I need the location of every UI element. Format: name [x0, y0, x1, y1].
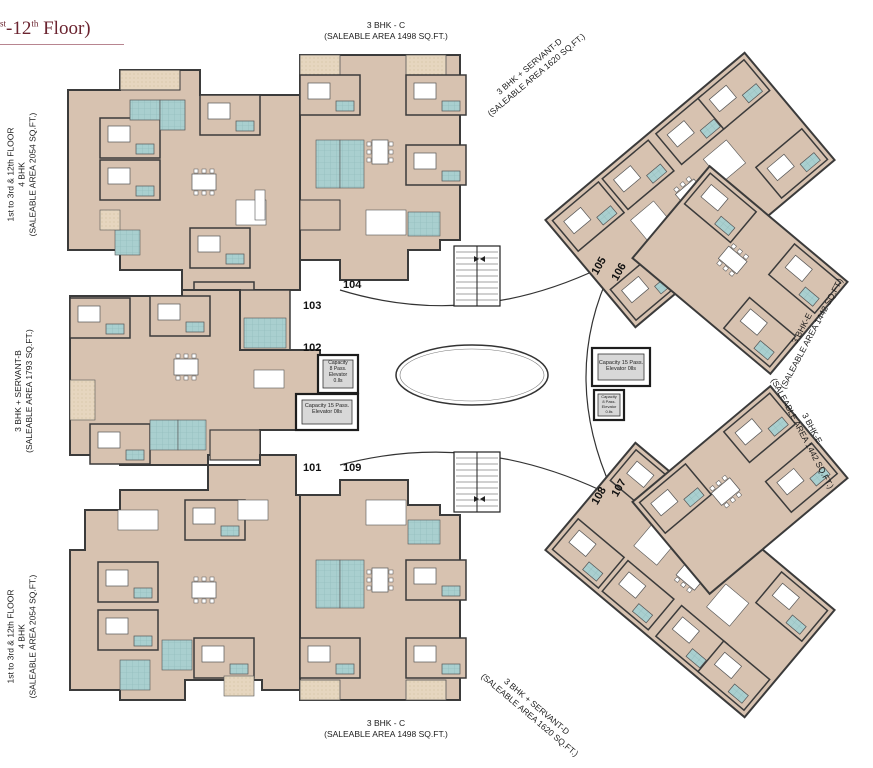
- lift-label-right-small: Capacity 8 Pass. Elevator 0.lls: [598, 394, 620, 414]
- floor-word: Floor): [43, 18, 91, 39]
- unit-number-103: 103: [303, 300, 322, 312]
- unit-type-top-c-area: (SALEABLE AREA 1498 SQ.FT.): [324, 31, 448, 41]
- lift-left-small-l2: 8 Pass.: [329, 366, 347, 372]
- left-wing: [67, 69, 360, 701]
- lift-right-small-l2: 8 Pass.: [602, 399, 616, 404]
- unit-type-left-top-area: (SALEABLE AREA 2054 SQ.FT.): [27, 112, 38, 237]
- unit-type-left-mid-b: 3 BHK + SERVANT-B (SALEABLE AREA 1793 SQ…: [13, 321, 35, 461]
- unit-type-left-top-floors: 1st to 3rd & 12th FLOOR: [5, 127, 16, 222]
- lift-label-right-big: Capacity 15 Pass. Elevator 0lls: [598, 360, 644, 372]
- unit-type-left-bottom-floors: 1st to 3rd & 12th FLOOR: [5, 589, 16, 684]
- unit-type-left-bottom-4bhk: 1st to 3rd & 12th FLOOR 4 BHK (SALEABLE …: [6, 567, 39, 707]
- unit-type-bottom-c: 3 BHK - C (SALEABLE AREA 1498 SQ.FT.): [316, 718, 456, 740]
- unit-type-left-top-4bhk: 1st to 3rd & 12th FLOOR 4 BHK (SALEABLE …: [6, 105, 39, 245]
- floor-title: -12: [6, 18, 32, 39]
- lift-right-small-l1: Capacity: [601, 394, 617, 399]
- header-rule: [0, 44, 124, 45]
- unit-type-bottom-c-name: 3 BHK - C: [366, 718, 406, 728]
- floor-prefix: st: [0, 18, 7, 29]
- unit-type-top-c-name: 3 BHK - C: [366, 20, 406, 30]
- unit-number-104: 104: [343, 279, 362, 291]
- unit-type-left-mid-area: (SALEABLE AREA 1793 SQ.FT.): [24, 329, 34, 453]
- lift-left-big-l1: Capacity 15 Pass.: [304, 403, 350, 409]
- unit-type-left-top-name: 4 BHK: [16, 162, 27, 187]
- floor-sup: th: [31, 18, 39, 29]
- unit-type-top-c: 3 BHK - C (SALEABLE AREA 1498 SQ.FT.): [316, 20, 456, 42]
- right-lower-wing-b: [631, 384, 849, 596]
- unit-101-plan: [69, 454, 301, 701]
- floor-heading: st-12th Floor): [0, 18, 91, 40]
- lift-left-big-l2: Elevator 0lls: [312, 409, 342, 415]
- lift-label-left-small: Capacity 8 Pass. Elevator 0.lls: [323, 360, 353, 384]
- right-lift-core: [590, 346, 652, 422]
- lift-right-small-l3: Elevator: [601, 404, 617, 409]
- left-lift-core: [294, 353, 360, 432]
- lift-right-big-l1: Capacity 15 Pass.: [598, 360, 644, 366]
- unit-number-109: 109: [343, 462, 362, 474]
- unit-109-plan: [299, 479, 467, 701]
- right-upper-wing-b: [631, 164, 849, 376]
- unit-103-plan: [67, 69, 301, 351]
- lift-right-big-l2: Elevator 0lls: [606, 366, 636, 372]
- lift-left-small-l1: Capacity: [328, 360, 348, 366]
- unit-number-102: 102: [303, 342, 322, 354]
- lift-left-small-l4: 0.lls: [333, 378, 343, 384]
- lift-right-small-l4: 0.lls: [605, 409, 613, 414]
- unit-102-plan: [69, 289, 321, 466]
- unit-type-bottom-c-area: (SALEABLE AREA 1498 SQ.FT.): [324, 729, 448, 739]
- unit-number-101: 101: [303, 462, 322, 474]
- unit-type-left-mid-name: 3 BHK + SERVANT-B: [13, 350, 23, 432]
- right-lower-wing: [544, 441, 836, 719]
- lift-label-left-big: Capacity 15 Pass. Elevator 0lls: [302, 403, 352, 415]
- central-core: [339, 245, 613, 513]
- lift-left-small-l3: Elevator: [328, 372, 348, 378]
- unit-type-left-bottom-name: 4 BHK: [16, 624, 27, 649]
- unit-104-plan: [299, 54, 467, 281]
- unit-type-left-bottom-area: (SALEABLE AREA 2054 SQ.FT.): [27, 574, 38, 699]
